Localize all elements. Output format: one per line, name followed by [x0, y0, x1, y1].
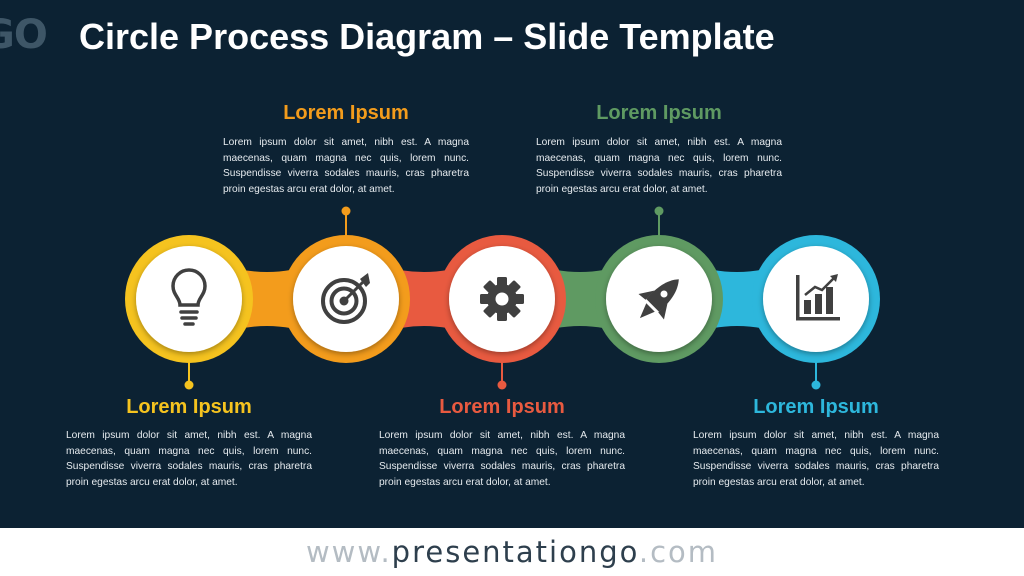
step-3-body: Lorem ipsum dolor sit amet, nibh est. A … [379, 430, 625, 488]
step-circle-1 [125, 235, 253, 363]
bar-chart-icon [796, 274, 840, 321]
target-icon [321, 273, 370, 324]
footer-url[interactable]: www.presentationgo.com [0, 528, 1024, 576]
step-3-heading: Lorem Ipsum [439, 396, 565, 418]
lightbulb-icon [171, 268, 207, 326]
logo-fragment: GO [0, 12, 48, 58]
pin-2 [341, 206, 351, 236]
pin-1 [184, 362, 194, 390]
process-diagram [125, 206, 880, 390]
step-4-body: Lorem ipsum dolor sit amet, nibh est. A … [536, 137, 782, 195]
gear-icon [480, 277, 524, 321]
step-2-body: Lorem ipsum dolor sit amet, nibh est. A … [223, 137, 469, 195]
footer-brand: presentationgo [391, 535, 639, 569]
pin-5 [811, 362, 821, 390]
pin-4 [654, 206, 664, 236]
rocket-icon [638, 279, 679, 320]
footer-prefix: www. [305, 535, 392, 569]
step-1-heading: Lorem Ipsum [126, 396, 252, 418]
step-2-heading: Lorem Ipsum [283, 102, 409, 124]
step-4-heading: Lorem Ipsum [596, 102, 722, 124]
step-1-body: Lorem ipsum dolor sit amet, nibh est. A … [66, 430, 312, 488]
pin-3 [497, 362, 507, 390]
step-5-body: Lorem ipsum dolor sit amet, nibh est. A … [693, 430, 939, 488]
slide: GO Circle Process Diagram – Slide Templa… [0, 0, 1024, 528]
step-5-heading: Lorem Ipsum [753, 396, 879, 418]
slide-title: Circle Process Diagram – Slide Template [79, 16, 775, 57]
footer-suffix: .com [638, 535, 719, 569]
